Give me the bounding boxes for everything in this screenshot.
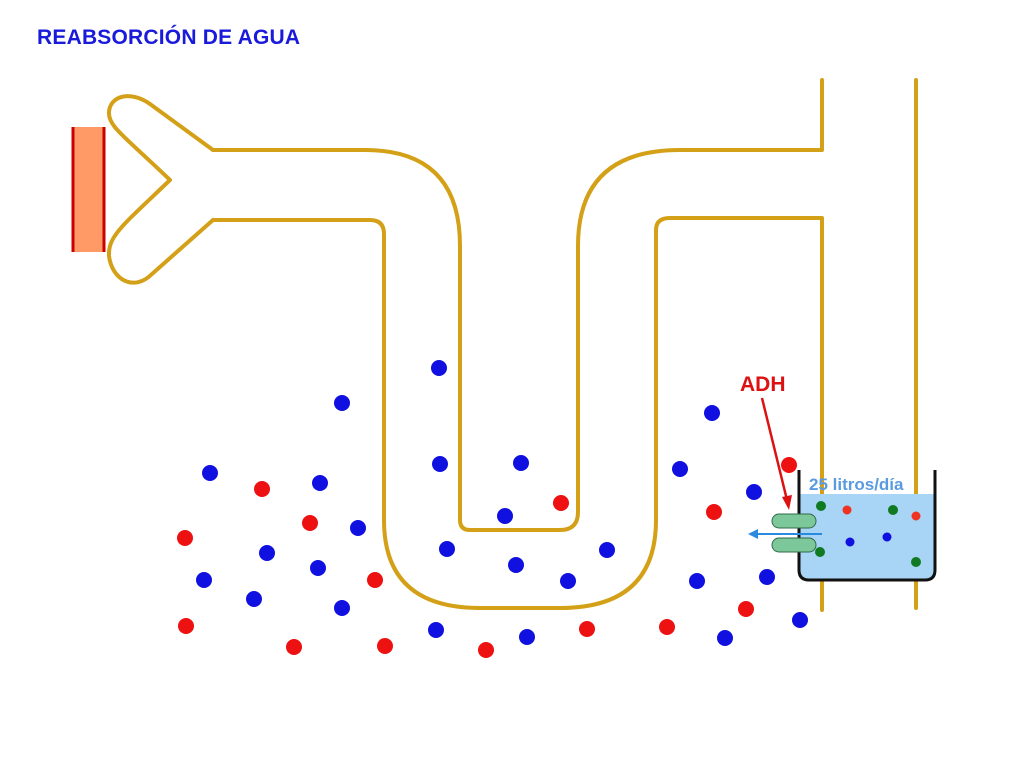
particle-red — [178, 618, 194, 634]
particle-red — [177, 530, 193, 546]
particle-blue — [519, 629, 535, 645]
adh-label: ADH — [740, 373, 786, 396]
particle-green — [816, 501, 826, 511]
particle-red — [302, 515, 318, 531]
particle-red — [579, 621, 595, 637]
particle-blue — [792, 612, 808, 628]
bowman-capsule — [106, 94, 215, 285]
particle-blue — [746, 484, 762, 500]
particle-blue — [845, 537, 855, 547]
particle-blue — [704, 405, 720, 421]
urine-beaker-icon — [797, 470, 937, 582]
loop-outer-wall — [211, 78, 824, 532]
particle-blue — [689, 573, 705, 589]
particle-blue — [310, 560, 326, 576]
particle-blue — [350, 520, 366, 536]
particle-blue — [882, 532, 892, 542]
particle-blue — [599, 542, 615, 558]
particle-red — [478, 642, 494, 658]
particle-red — [254, 481, 270, 497]
particle-green — [911, 557, 921, 567]
particle-blue — [717, 630, 733, 646]
particle-red — [706, 504, 722, 520]
particle-red — [367, 572, 383, 588]
particle-blue — [497, 508, 513, 524]
glomerular-capillary-icon — [71, 127, 106, 252]
adh-arrow — [760, 397, 792, 510]
nephron-tubule — [106, 78, 918, 612]
particle-blue — [759, 569, 775, 585]
particle-blue — [259, 545, 275, 561]
particle-red — [781, 457, 797, 473]
solute-particles — [177, 360, 808, 658]
particle-blue — [508, 557, 524, 573]
flow-rate-label: 25 litros/día — [809, 475, 904, 494]
particle-red — [738, 601, 754, 617]
particle-red — [842, 505, 852, 515]
particle-blue — [432, 456, 448, 472]
particle-blue — [246, 591, 262, 607]
particle-blue — [202, 465, 218, 481]
particle-blue — [513, 455, 529, 471]
water-flow-arrow — [748, 529, 822, 539]
loop-inner-wall — [211, 216, 824, 612]
particle-blue — [672, 461, 688, 477]
particle-red — [377, 638, 393, 654]
particle-red — [911, 511, 921, 521]
particle-blue — [334, 600, 350, 616]
particle-green — [815, 547, 825, 557]
particle-red — [286, 639, 302, 655]
particle-red — [553, 495, 569, 511]
particle-blue — [431, 360, 447, 376]
particle-blue — [439, 541, 455, 557]
diagram-title: REABSORCIÓN DE AGUA — [37, 26, 301, 49]
particle-green — [888, 505, 898, 515]
particle-blue — [312, 475, 328, 491]
particle-blue — [334, 395, 350, 411]
particle-blue — [196, 572, 212, 588]
particle-blue — [560, 573, 576, 589]
aquaporin-channel-icon — [771, 513, 817, 553]
particle-red — [659, 619, 675, 635]
particle-blue — [428, 622, 444, 638]
